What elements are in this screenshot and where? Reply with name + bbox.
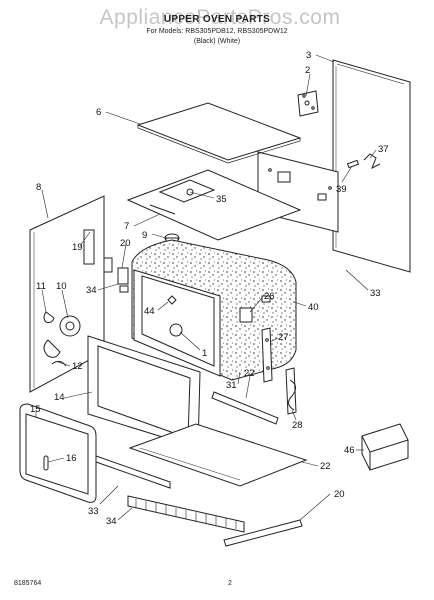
door-hinge bbox=[285, 367, 297, 415]
callout-14: 14 bbox=[54, 392, 65, 403]
mounting-bracket bbox=[297, 90, 319, 117]
callout-44: 44 bbox=[144, 306, 155, 317]
callout-20: 20 bbox=[334, 489, 345, 500]
corner-bracket bbox=[361, 423, 409, 471]
callout-28: 28 bbox=[292, 420, 303, 431]
oven-cavity bbox=[131, 239, 297, 381]
callout-2: 2 bbox=[305, 65, 310, 76]
callout-24: 27 bbox=[278, 332, 289, 343]
callout-40: 40 bbox=[308, 302, 319, 313]
callout-46: 46 bbox=[344, 445, 355, 456]
callout-18: 20 bbox=[120, 238, 131, 249]
callout-3: 3 bbox=[306, 50, 311, 61]
right-side-panel bbox=[332, 59, 411, 273]
callout-12: 12 bbox=[72, 361, 83, 372]
callout-34: 34 bbox=[106, 516, 117, 527]
callout-39: 39 bbox=[336, 184, 347, 195]
callout-23: 26 bbox=[264, 291, 275, 302]
callout-10: 10 bbox=[56, 281, 67, 292]
callout-33: 33 bbox=[88, 506, 99, 517]
watermark: AppliancePartsPros.com bbox=[99, 6, 341, 29]
diagram-title: UPPER OVEN PARTS bbox=[163, 14, 271, 25]
callout-35: 35 bbox=[216, 194, 227, 205]
support-rail bbox=[211, 391, 279, 425]
callout-22: 22 bbox=[244, 368, 255, 379]
top-cover-plate bbox=[136, 102, 302, 164]
outer-door bbox=[19, 403, 97, 503]
vent-strip bbox=[95, 455, 171, 489]
color-note: (Black) (White) bbox=[193, 38, 241, 45]
callout-27: 31 bbox=[226, 380, 237, 391]
callout-26: 33 bbox=[370, 288, 381, 299]
callout-17: 19 bbox=[72, 242, 83, 253]
document-number: 8185764 bbox=[14, 580, 42, 587]
page-number: 2 bbox=[228, 580, 232, 587]
callout-labels: 3 2 6 37 39 35 7 9 8 20 19 34 11 10 26 4… bbox=[30, 50, 389, 527]
callout-8: 8 bbox=[36, 182, 41, 193]
callout-37: 37 bbox=[378, 144, 389, 155]
callout-15: 15 bbox=[30, 404, 41, 415]
callout-6: 6 bbox=[96, 107, 101, 118]
latch-parts bbox=[346, 153, 381, 170]
callout-11: 11 bbox=[36, 281, 46, 292]
bottom-trim bbox=[223, 519, 303, 547]
callout-9: 9 bbox=[142, 230, 147, 241]
callout-31: 34 bbox=[86, 285, 97, 296]
callout-19: 22 bbox=[320, 461, 331, 472]
door-switch bbox=[103, 257, 129, 293]
fan-motor bbox=[43, 311, 81, 367]
callout-7: 7 bbox=[124, 221, 129, 232]
hinge-bracket bbox=[261, 327, 273, 383]
oven-floor bbox=[128, 423, 308, 487]
top-insulation-panel bbox=[126, 169, 302, 241]
vent-grill bbox=[127, 495, 245, 533]
model-list: For Models: RBS305PDB12, RBS305PDW12 bbox=[146, 28, 288, 35]
callout-16: 16 bbox=[66, 453, 77, 464]
callout-1: 1 bbox=[202, 348, 207, 359]
leader-lines bbox=[35, 54, 377, 521]
